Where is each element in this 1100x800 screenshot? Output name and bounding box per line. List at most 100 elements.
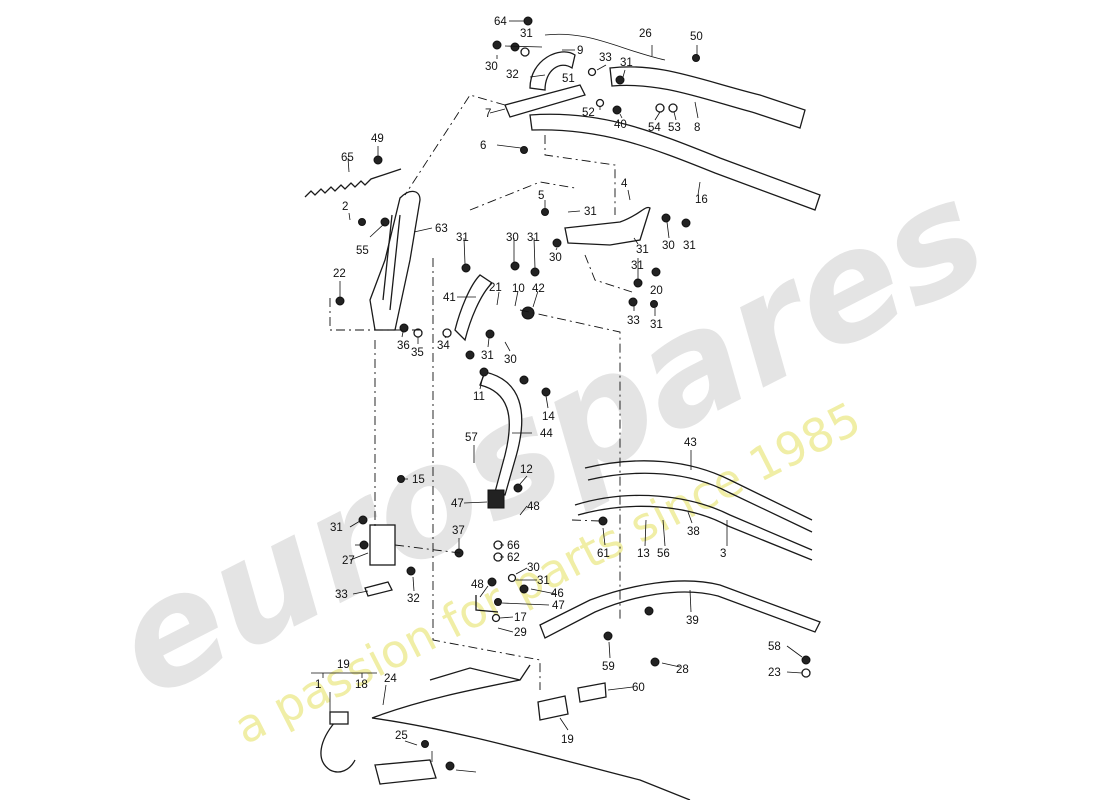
part-label-23: 1 <box>315 679 321 691</box>
part-label-12: 47 <box>451 498 464 510</box>
part-label-30: 30 <box>485 61 498 73</box>
part-label-22: 10 <box>512 283 525 295</box>
bracket-24 <box>537 695 569 721</box>
part-label-5: 31 <box>584 206 597 218</box>
part-label-31: 37 <box>452 525 465 537</box>
part-label-48: 62 <box>507 552 520 564</box>
part-label-20: 21 <box>489 282 502 294</box>
part-label-1: 24 <box>384 673 397 685</box>
bracket-18 <box>577 682 607 703</box>
weatherstrip-13 <box>574 494 813 561</box>
rail-17 <box>539 580 821 639</box>
plate-27 <box>364 581 393 597</box>
part-label-44: 57 <box>465 432 478 444</box>
part-label-2: 63 <box>435 223 448 235</box>
part-label-50: 50 <box>690 31 703 43</box>
assembly-lines <box>329 94 633 690</box>
part-label-17: 39 <box>686 615 699 627</box>
leader-lines <box>311 20 803 773</box>
part-label-31: 30 <box>549 252 562 264</box>
part-label-33: 30 <box>527 562 540 574</box>
part-label-30: 20 <box>650 285 663 297</box>
part-label-30: 31 <box>527 232 540 244</box>
part-label-29: 58 <box>768 641 781 653</box>
roof-bow-rear <box>529 113 821 211</box>
part-label-52: 52 <box>582 107 595 119</box>
link-10 <box>454 274 494 342</box>
part-label-61: 56 <box>657 548 670 560</box>
spring-16 <box>304 168 402 198</box>
part-label-57: 15 <box>412 474 425 486</box>
lid-1 <box>371 664 691 800</box>
part-label-18: 60 <box>632 682 645 694</box>
part-label-9: 9 <box>577 45 583 57</box>
part-label-63: 55 <box>356 245 369 257</box>
part-label-31: 22 <box>333 268 346 280</box>
part-label-32: 31 <box>537 575 550 587</box>
part-label-53: 53 <box>668 122 681 134</box>
part-label-48: 17 <box>514 612 527 624</box>
part-label-26: 26 <box>639 28 652 40</box>
part-label-15: 48 <box>527 501 540 513</box>
part-label-36: 34 <box>437 340 450 352</box>
part-label-34: 30 <box>504 354 517 366</box>
hinge-bracket-3 <box>369 524 396 566</box>
part-label-30: 14 <box>542 411 555 423</box>
part-label-59: 23 <box>768 667 781 679</box>
part-label-28: 19 <box>337 659 350 671</box>
part-label-47: 66 <box>507 540 520 552</box>
part-label-43: 12 <box>520 464 533 476</box>
part-label-49: 2 <box>342 201 348 213</box>
part-label-56: 3 <box>720 548 726 560</box>
part-label-65: 49 <box>371 133 384 145</box>
part-label-38: 31 <box>330 522 343 534</box>
roof-bow-front <box>609 66 806 129</box>
part-label-16: 65 <box>341 152 354 164</box>
part-label-10: 41 <box>443 292 456 304</box>
part-label-6: 16 <box>695 194 708 206</box>
part-label-11: 44 <box>540 428 553 440</box>
callout-labels: 64 31 26 50 9 30 32 33 31 7 52 40 54 53 … <box>315 16 781 746</box>
part-label-31: 31 <box>456 232 469 244</box>
link-9 <box>529 51 576 91</box>
part-label-4: 31 <box>636 244 649 256</box>
part-label-39: 59 <box>602 661 615 673</box>
cable-23 <box>320 721 356 773</box>
part-label-24: 19 <box>561 734 574 746</box>
part-label-13: 38 <box>687 526 700 538</box>
part-label-46: 47 <box>552 600 565 612</box>
part-label-30: 31 <box>683 240 696 252</box>
part-label-30: 46 <box>551 588 564 600</box>
part-label-60: 25 <box>395 730 408 742</box>
part-label-31: 36 <box>397 340 410 352</box>
part-label-3: 27 <box>342 555 355 567</box>
part-label-7: 7 <box>485 108 491 120</box>
part-label-33: 51 <box>562 73 575 85</box>
bracket-46 <box>475 595 499 613</box>
connector-23 <box>329 711 349 725</box>
part-label-33: 33 <box>599 52 612 64</box>
arm-4 <box>564 206 651 246</box>
part-label-41: 33 <box>627 315 640 327</box>
part-label-8: 8 <box>694 122 700 134</box>
part-label-27: 33 <box>335 589 348 601</box>
part-label-55: 5 <box>538 190 544 202</box>
part-label-47: 29 <box>514 627 527 639</box>
part-label-32: 32 <box>506 69 519 81</box>
part-label-31: 31 <box>631 260 644 272</box>
part-label-40: 40 <box>614 119 627 131</box>
part-label-31: 30 <box>506 232 519 244</box>
part-label-62: 13 <box>637 548 650 560</box>
watermark: eurospares a passion for parts since 198… <box>87 146 1011 754</box>
part-label-14: 43 <box>684 437 697 449</box>
part-label-31: 31 <box>620 57 633 69</box>
part-label-31: 11 <box>473 391 485 403</box>
part-label-64: 64 <box>494 16 507 28</box>
part-label-42: 31 <box>650 319 663 331</box>
link-7 <box>504 84 586 118</box>
pillar-2-inner <box>382 214 401 311</box>
part-label-31: 31 <box>520 28 533 40</box>
part-label-19: 18 <box>355 679 368 691</box>
part-label-21: 42 <box>532 283 545 295</box>
